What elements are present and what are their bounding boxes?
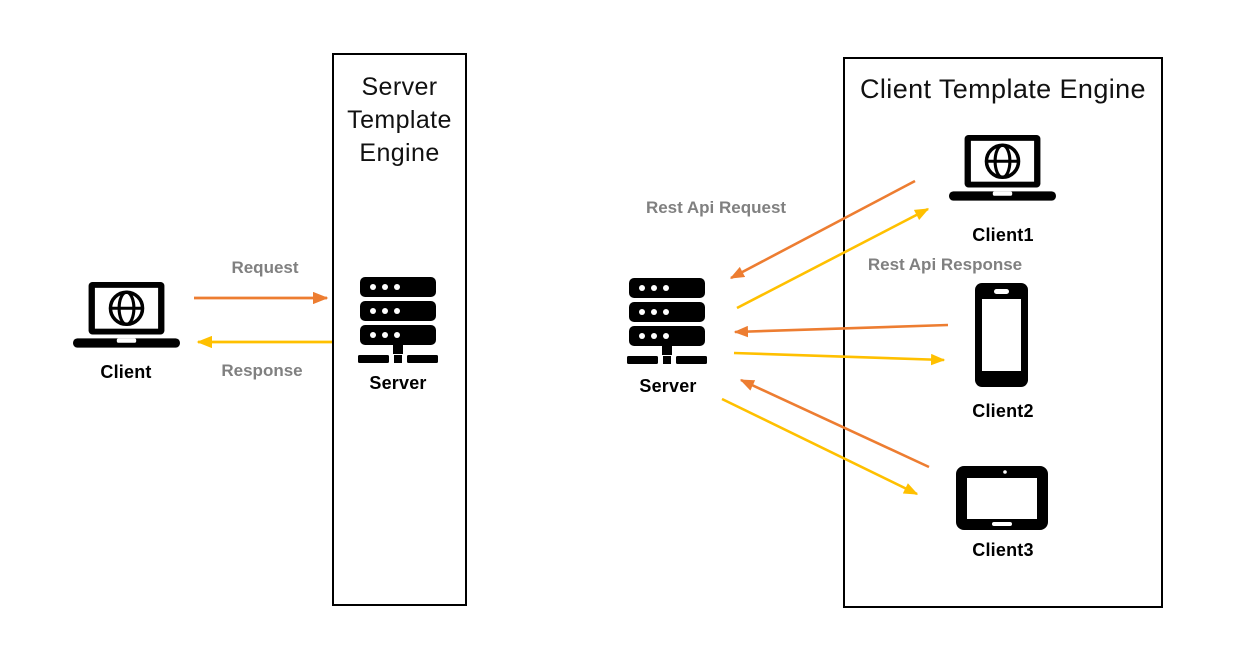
rest-api-response-label: Rest Api Response [867,255,1023,274]
laptop-globe-icon [73,282,180,352]
smartphone-icon [975,283,1028,387]
client3-label: Client3 [972,540,1034,560]
left-server-label: Server [369,373,427,393]
client-label: Client [100,362,152,382]
response-label: Response [221,361,303,380]
client1-label: Client1 [972,225,1034,245]
server-rack-icon [627,278,707,364]
request-label: Request [231,258,299,277]
laptop-globe-icon [948,135,1057,205]
right-server-label: Server [639,376,697,396]
server-template-engine-box: Server Template Engine [332,53,467,606]
rest-api-request-label: Rest Api Request [645,198,787,217]
client-template-engine-title: Client Template Engine [860,74,1146,104]
server-rack-icon [358,277,438,363]
server-template-engine-title: Server Template Engine [347,73,452,167]
client2-label: Client2 [972,401,1034,421]
tablet-icon [956,466,1048,530]
